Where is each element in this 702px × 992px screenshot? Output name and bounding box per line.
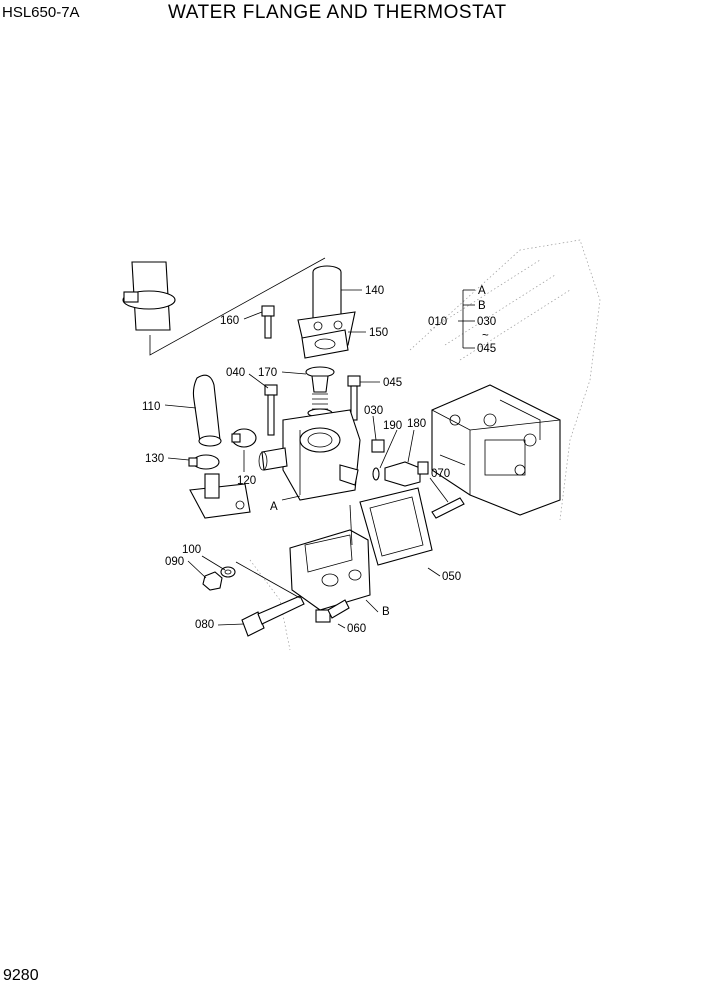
callout-170: 170 <box>258 367 277 379</box>
upper-hose <box>122 257 326 356</box>
kit-item-A: A <box>478 285 486 297</box>
callout-040: 040 <box>226 367 245 379</box>
kit-parent-010: 010 <box>428 316 447 328</box>
callout-100: 100 <box>182 544 201 556</box>
part-050-gasket <box>359 487 433 566</box>
callout-A: A <box>270 501 278 513</box>
part-080-bolt <box>241 595 305 637</box>
part-180-sensor <box>384 461 429 487</box>
kit-item-030: 030 <box>477 316 496 328</box>
part-045-bolt <box>347 375 361 421</box>
callout-090: 090 <box>165 556 184 568</box>
callout-180: 180 <box>407 418 426 430</box>
kit-item-045: 045 <box>477 343 496 355</box>
callout-060: 060 <box>347 623 366 635</box>
cylinder-head <box>431 384 561 516</box>
callout-030: 030 <box>364 405 383 417</box>
callout-070: 070 <box>431 468 450 480</box>
pipe-bracket <box>189 473 251 519</box>
part-120-hose-clamp <box>231 428 257 448</box>
part-110-bypass-hose <box>192 374 222 447</box>
callout-050: 050 <box>442 571 461 583</box>
part-160-bolt <box>261 305 275 339</box>
part-170-thermostat <box>305 366 335 418</box>
callout-080: 080 <box>195 619 214 631</box>
page-title: WATER FLANGE AND THERMOSTAT <box>168 2 507 23</box>
leader-lines <box>164 289 449 629</box>
model-code: HSL650-7A <box>2 4 80 21</box>
callout-190: 190 <box>383 420 402 432</box>
callout-B: B <box>382 606 390 618</box>
callout-045: 045 <box>383 377 402 389</box>
callout-120: 120 <box>237 475 256 487</box>
thermostat-housing-A <box>258 409 361 501</box>
part-090-nut <box>202 571 223 591</box>
kit-item-range: ~ <box>482 330 489 342</box>
callout-130: 130 <box>145 453 164 465</box>
part-060-bolt <box>315 599 350 623</box>
part-150-gasket <box>301 329 349 359</box>
water-flange-B <box>289 504 371 611</box>
part-030-plug <box>371 439 385 453</box>
kit-legend-bracket <box>458 289 475 349</box>
callout-140: 140 <box>365 285 384 297</box>
page-number: 9280 <box>3 967 39 984</box>
callout-110: 110 <box>142 401 160 413</box>
kit-item-B: B <box>478 300 486 312</box>
part-130-clamp <box>188 454 220 470</box>
engine-block-outline <box>249 239 601 651</box>
part-040-bolt <box>264 384 278 436</box>
callout-150: 150 <box>369 327 388 339</box>
callout-160: 160 <box>220 315 239 327</box>
part-190-o-ring <box>372 467 380 481</box>
part-070-stud <box>431 497 465 519</box>
